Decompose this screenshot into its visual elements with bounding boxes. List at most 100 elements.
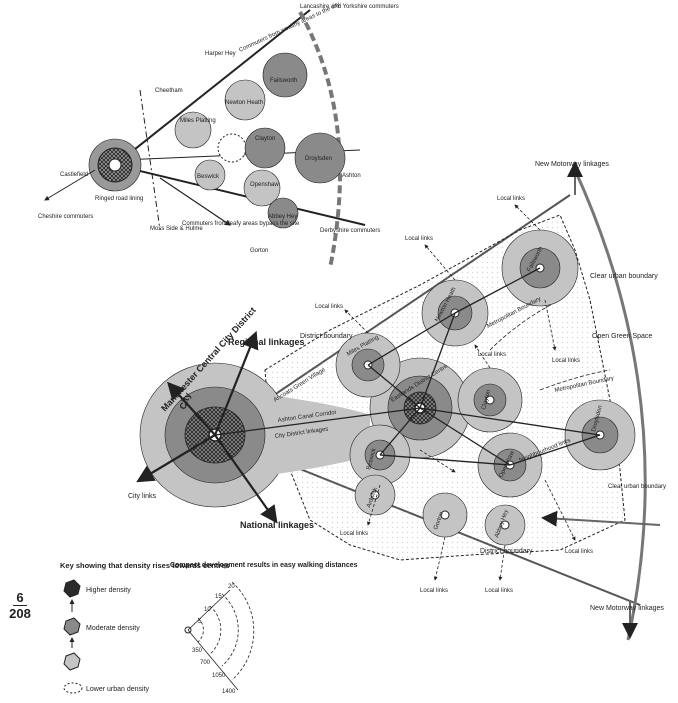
walk-m-700: 700 bbox=[200, 660, 211, 666]
page-number-top: 6 bbox=[13, 590, 27, 606]
local-link-newton bbox=[424, 244, 456, 281]
walk-min-5: 5 bbox=[198, 619, 202, 625]
inset-label-cheetham: Cheetham bbox=[155, 88, 183, 94]
label-district-top: District boundary bbox=[300, 333, 353, 340]
link-newton-failsworth bbox=[454, 267, 541, 314]
inset-label-cheshire: Cheshire commuters bbox=[38, 214, 93, 220]
svg-text:Cheshire commuters: Cheshire commuters bbox=[38, 214, 93, 220]
inset-label-clayton: Clayton bbox=[255, 136, 275, 142]
clear-urban-arc bbox=[573, 169, 647, 641]
svg-text:15: 15 bbox=[215, 594, 222, 600]
label-local-links-1: Local links bbox=[497, 196, 525, 202]
link-beswick-openshaw bbox=[379, 454, 511, 466]
local-link-abbey bbox=[498, 544, 506, 581]
inset-blob-eastlands bbox=[217, 133, 247, 163]
key-light-swatch bbox=[63, 652, 81, 671]
svg-text:Ringed road lining: Ringed road lining bbox=[95, 196, 143, 202]
local-link-gorton bbox=[433, 536, 446, 581]
walk-min-15: 15 bbox=[215, 594, 222, 600]
svg-text:Newton Heath: Newton Heath bbox=[225, 100, 263, 106]
inset-blob-harper bbox=[262, 52, 308, 98]
svg-text:Local links: Local links bbox=[405, 236, 433, 242]
svg-text:Higher density: Higher density bbox=[86, 587, 131, 594]
walk-min-20: 20 bbox=[228, 584, 235, 590]
link-miles-newton bbox=[367, 312, 456, 366]
abbey-dot bbox=[500, 520, 510, 530]
link-eastlands-miles bbox=[367, 364, 421, 409]
label-local-links-9: Local links bbox=[565, 549, 593, 555]
svg-text:Open Green Space: Open Green Space bbox=[592, 333, 652, 340]
link-eastlands-droylsden bbox=[419, 407, 601, 436]
label-motorway-top: New Motorway linkages bbox=[535, 161, 609, 168]
page-number: 6 208 bbox=[0, 590, 40, 621]
inset-label-failsworth: Failsworth bbox=[270, 78, 297, 84]
inset-blob-beswick bbox=[194, 159, 226, 191]
label-national: National linkages bbox=[240, 520, 314, 530]
local-link-miles bbox=[344, 309, 369, 334]
density-key: Key showing that density rises towards c… bbox=[60, 561, 230, 694]
inset-ray-top bbox=[114, 9, 311, 166]
inset-arrow-cheshire bbox=[44, 169, 96, 201]
arrow-city-links bbox=[136, 434, 216, 483]
label-district-bottom: District boundary bbox=[480, 548, 533, 555]
inset-outer-arc bbox=[298, 11, 342, 269]
link-city-eastlands bbox=[214, 407, 421, 436]
svg-text:Local links: Local links bbox=[485, 588, 513, 594]
svg-text:New Motorway linkages: New Motorway linkages bbox=[590, 605, 664, 612]
page-number-bottom: 208 bbox=[9, 606, 31, 621]
arrow-city bbox=[167, 381, 216, 436]
walk-m-1400: 1400 bbox=[222, 689, 236, 695]
walk-arc-15 bbox=[221, 593, 239, 667]
svg-text:Beswick: Beswick bbox=[197, 174, 220, 180]
svg-text:Lancashire and Yorkshire commu: Lancashire and Yorkshire commuters bbox=[300, 4, 399, 10]
svg-text:Beswick: Beswick bbox=[366, 447, 378, 471]
svg-text:Harper Hey: Harper Hey bbox=[205, 51, 236, 57]
svg-text:Castlefield: Castlefield bbox=[60, 172, 88, 178]
svg-text:Droylsden: Droylsden bbox=[305, 156, 332, 162]
neighbourhood-linkages bbox=[214, 267, 601, 466]
key-higher-swatch bbox=[63, 579, 81, 598]
clayton-dot bbox=[485, 395, 495, 405]
label-motorway-bottom: New Motorway linkages bbox=[590, 605, 664, 612]
label-local-links-3: Local links bbox=[315, 304, 343, 310]
inset-label-openshaw: Openshaw bbox=[250, 182, 279, 188]
inset-blob-miles bbox=[174, 111, 212, 149]
svg-text:Commuters from leafy areas byp: Commuters from leafy areas bypass the si… bbox=[182, 221, 300, 227]
svg-text:Derbyshire commuters: Derbyshire commuters bbox=[320, 228, 380, 234]
svg-text:Regional linkages: Regional linkages bbox=[228, 337, 305, 347]
key-title: Key showing that density rises towards c… bbox=[60, 561, 230, 570]
gorton-dot bbox=[440, 510, 450, 520]
label-open-green: Open Green Space bbox=[592, 333, 652, 340]
link-eastlands-newton bbox=[419, 312, 456, 409]
key-moderate-swatch bbox=[63, 617, 81, 636]
label-city-links: City links bbox=[128, 493, 157, 500]
walking-radius-line bbox=[187, 629, 239, 691]
key-higher-label: Higher density bbox=[86, 587, 131, 594]
key-lower-swatch bbox=[63, 682, 83, 694]
walking-arcs bbox=[197, 581, 255, 681]
label-local-links-5: Local links bbox=[552, 358, 580, 364]
inset-label-moss-side: Moss Side & Hulme bbox=[150, 226, 203, 232]
svg-text:Key showing that density rises: Key showing that density rises towards c… bbox=[60, 561, 230, 570]
arrow-national bbox=[214, 434, 278, 524]
svg-text:Lower urban density: Lower urban density bbox=[86, 686, 150, 693]
inset-label-beswick: Beswick bbox=[197, 174, 220, 180]
label-local-links-8: Local links bbox=[485, 588, 513, 594]
svg-text:Abbey Hey: Abbey Hey bbox=[268, 214, 297, 220]
ardwick-dot bbox=[370, 490, 380, 500]
inset-arrow-commuters bbox=[159, 177, 231, 226]
metro-boundary-bottom bbox=[539, 369, 611, 391]
walk-min-10: 10 bbox=[204, 607, 211, 613]
svg-text:Failsworth: Failsworth bbox=[270, 78, 297, 84]
walk-arc-20 bbox=[231, 581, 255, 681]
local-link-open bbox=[544, 299, 557, 351]
inset-label-castlefield: Castlefield bbox=[60, 172, 88, 178]
walking-distance-diagram: Compact development results in easy walk… bbox=[170, 562, 358, 695]
label-clear-urban: Clear urban boundary bbox=[590, 273, 658, 280]
local-link-open-south bbox=[544, 479, 576, 541]
svg-text:National linkages: National linkages bbox=[240, 520, 314, 530]
inset-city-centre bbox=[108, 158, 122, 172]
svg-text:1400: 1400 bbox=[222, 689, 236, 695]
